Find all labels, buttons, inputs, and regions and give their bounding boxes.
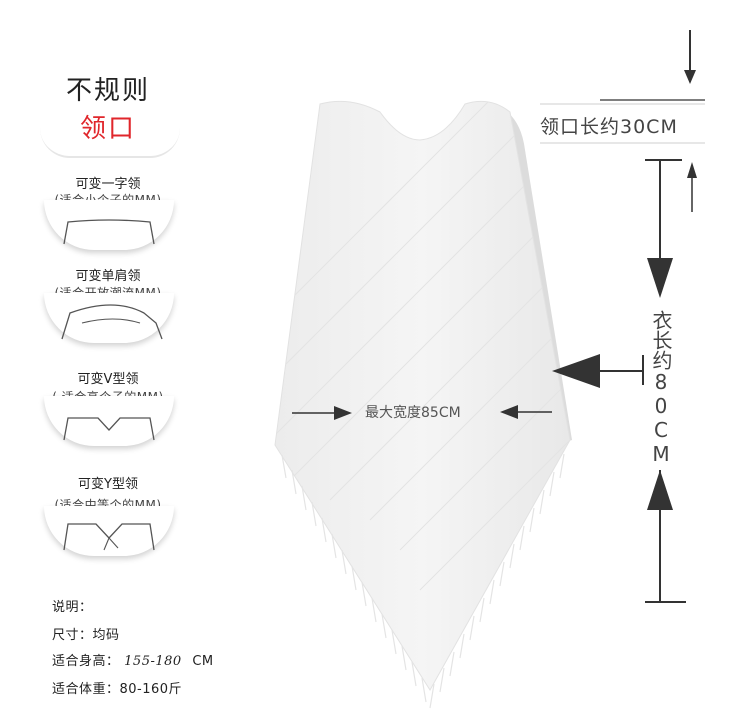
option-name-2: 可变单肩领 [75,269,141,284]
neckline-one-shoulder-illustration [44,293,174,343]
length-measure-label: 衣长约80CM [649,310,673,466]
notes-size: 尺寸：均码 [52,628,120,643]
poncho-body [274,100,571,691]
option-name-1: 可变一字领 [75,177,141,192]
notes-height-prefix: 适合身高： [52,654,120,669]
neckline-y-illustration [44,506,174,556]
notes-height: 适合身高： 155-180 CM [52,650,214,669]
option-name-3: 可变V型领 [77,372,139,387]
notes-height-range: 155-180 [124,654,182,669]
notes-height-unit: CM [192,654,214,669]
width-arrows [292,405,552,420]
side-arrow-icon [552,354,643,388]
neckline-v-illustration [44,396,174,446]
notes-weight: 适合体重：80-160斤 [52,682,183,697]
option-name-4: 可变Y型领 [78,477,138,492]
title-line-1: 不规则 [65,76,150,106]
width-measure-label: 最大宽度85CM [365,405,461,421]
neck-measure-marker [540,30,705,212]
title-underline-arc [40,128,180,158]
neckline-straight-illustration [44,200,174,250]
neck-measure-label: 领口长约30CM [540,116,678,138]
notes-heading: 说明： [52,600,93,615]
